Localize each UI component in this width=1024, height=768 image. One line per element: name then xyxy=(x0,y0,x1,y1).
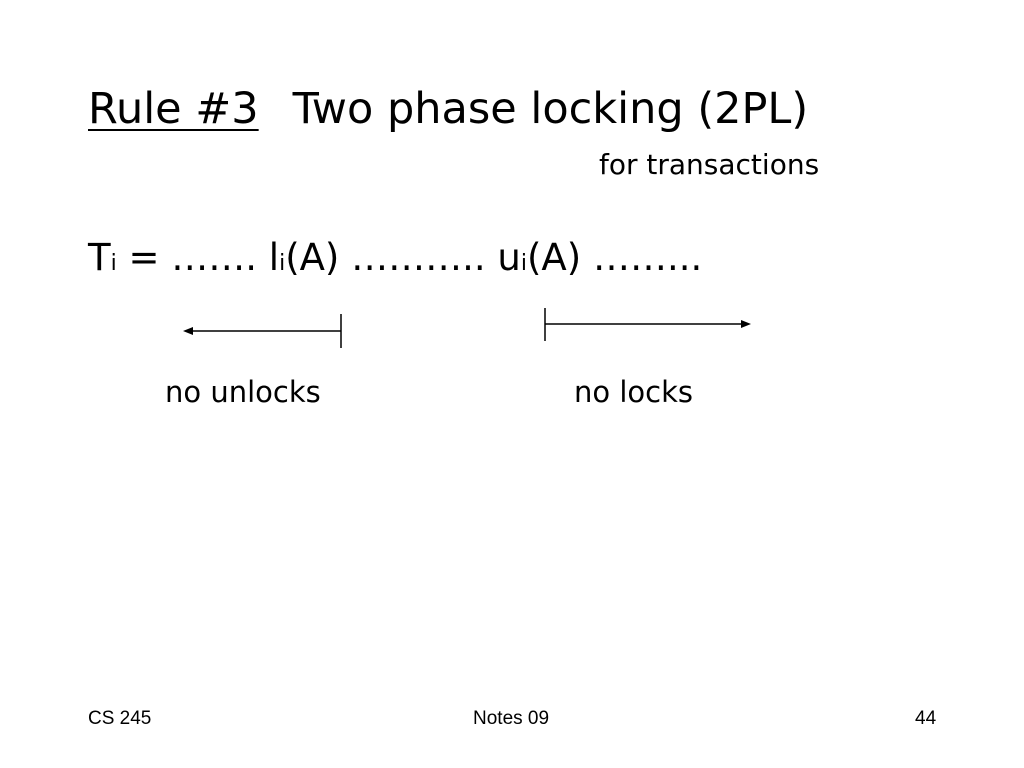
formula-l-sub: i xyxy=(279,251,286,276)
right-arrow-head xyxy=(741,320,751,328)
left-arrow-head xyxy=(183,327,193,335)
footer-course: CS 245 xyxy=(88,708,152,729)
formula-u: u xyxy=(497,236,521,279)
slide-subtitle: for transactions xyxy=(599,148,820,181)
footer-notes: Notes 09 xyxy=(473,708,550,729)
formula-end: (A) ……... xyxy=(527,236,703,279)
right-arrow xyxy=(544,308,751,341)
formula-t-sub: i xyxy=(110,251,117,276)
formula-u-sub: i xyxy=(520,251,527,276)
formula-l: l xyxy=(268,236,280,279)
rule-number: Rule #3 xyxy=(88,84,259,134)
transaction-formula: Ti = ……. li(A) ……….. ui(A) ……... xyxy=(88,236,702,280)
title-text: Two phase locking (2PL) xyxy=(292,84,809,134)
no-locks-label: no locks xyxy=(574,375,693,409)
formula-mid: (A) ……….. xyxy=(285,236,498,279)
slide-title: Rule #3 Two phase locking (2PL) xyxy=(88,84,809,134)
formula-eq: = ……. xyxy=(116,236,269,279)
left-arrow xyxy=(183,314,342,348)
no-unlocks-label: no unlocks xyxy=(165,375,321,409)
footer-page-number: 44 xyxy=(915,708,937,729)
formula-t: T xyxy=(88,236,111,279)
